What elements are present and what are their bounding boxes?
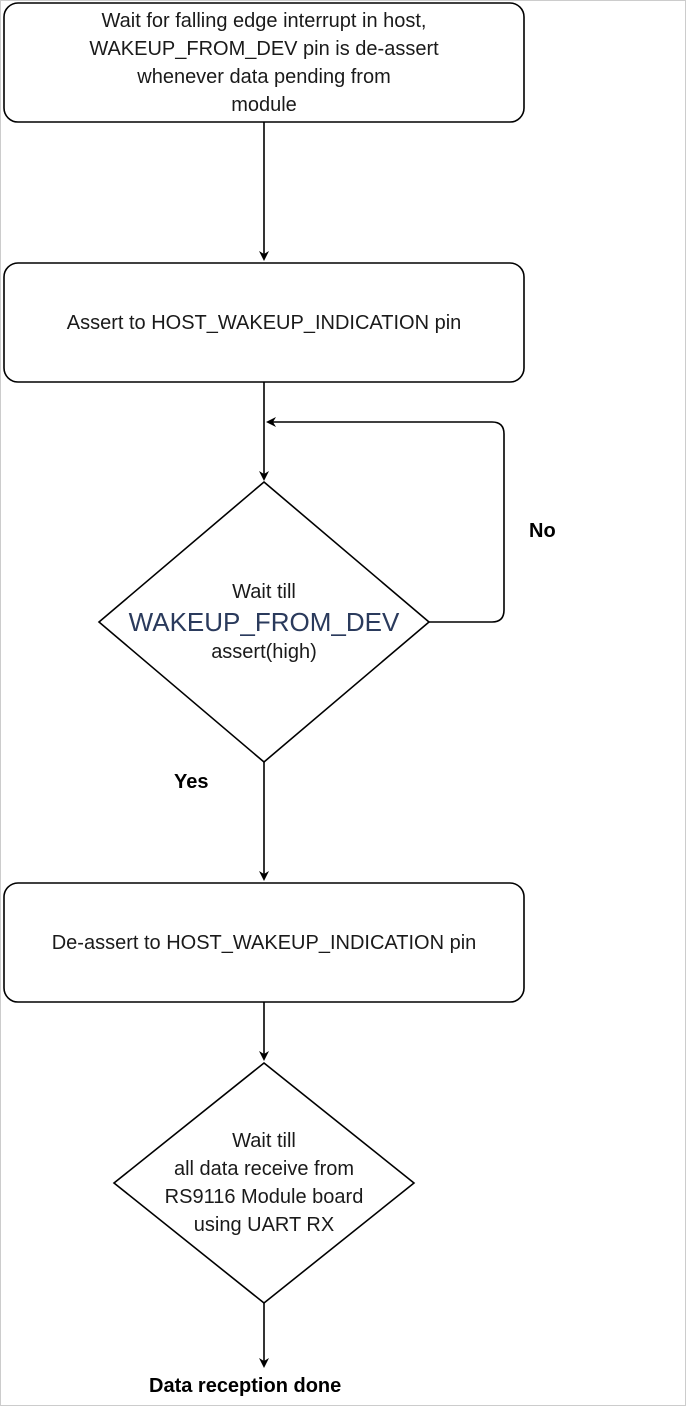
wait-interrupt-line-1: Wait for falling edge interrupt in host, (101, 9, 427, 32)
wait-assert-line-3: assert(high) (211, 641, 317, 663)
wait-assert-line-2: WAKEUP_FROM_DEV (128, 607, 400, 637)
decision-text-wait-data: Wait till all data receive from RS9116 M… (114, 1123, 414, 1243)
wait-interrupt-line-4: module (231, 93, 297, 116)
process-text-assert-host: Assert to HOST_WAKEUP_INDICATION pin (4, 263, 524, 382)
decision-text-wait-assert: Wait till WAKEUP_FROM_DEV assert(high) (99, 572, 429, 672)
assert-host-line-1: Assert to HOST_WAKEUP_INDICATION pin (66, 311, 462, 334)
loop-arrow-no (266, 417, 505, 623)
deassert-host-line-1: De-assert to HOST_WAKEUP_INDICATION pin (51, 931, 477, 954)
wait-interrupt-line-3: whenever data pending from (137, 65, 391, 88)
end-label-data-reception-done: Data reception done (149, 1375, 342, 1397)
wait-data-line-4: using UART RX (193, 1214, 335, 1236)
wait-data-line-3: RS9116 Module board (164, 1186, 364, 1208)
edge-label-yes: Yes (174, 771, 209, 793)
process-text-deassert-host: De-assert to HOST_WAKEUP_INDICATION pin (4, 883, 524, 1002)
edge-label-no: No (529, 520, 556, 542)
wait-interrupt-line-2: WAKEUP_FROM_DEV pin is de-assert (89, 37, 439, 60)
process-text-wait-interrupt: Wait for falling edge interrupt in host,… (4, 3, 524, 122)
wait-assert-line-1: Wait till (232, 581, 296, 603)
wait-data-line-1: Wait till (232, 1130, 296, 1152)
wait-data-line-2: all data receive from (173, 1158, 355, 1180)
